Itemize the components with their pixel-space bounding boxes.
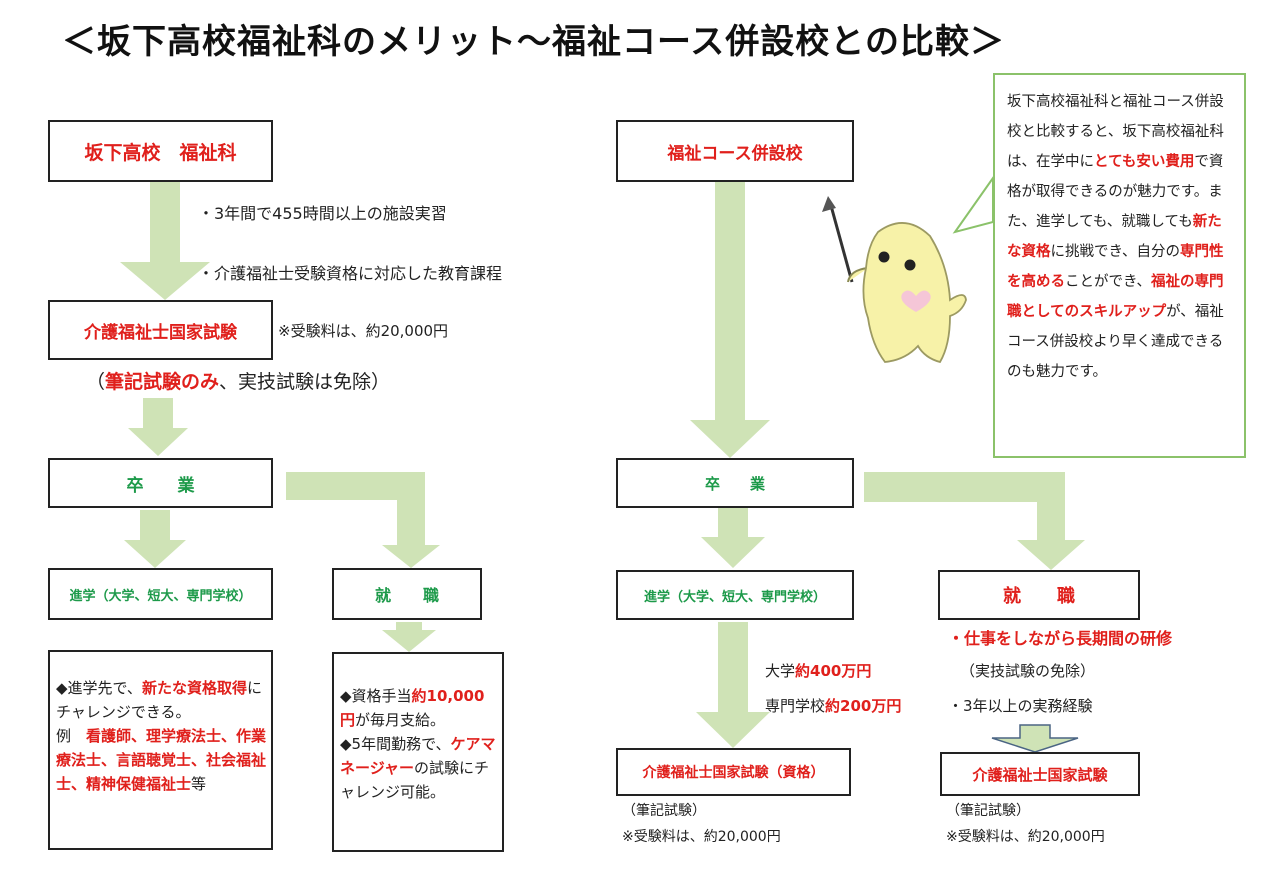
right-further-box: 進学（大学、短大、専門学校） — [616, 570, 854, 620]
callout-text-1: 坂下高校福祉科と福祉コース併設校と比較すると、坂下高校福祉科は、在学中に — [1007, 94, 1224, 170]
left-job-detail-box: ◆資格手当約10,000円が毎月支給。 ◆5年間勤務で、ケアマネージャーの試験に… — [332, 652, 504, 852]
further-detail-etc: 等 — [191, 775, 207, 793]
right-graduation-label: 卒 業 — [704, 474, 765, 493]
arrow-right-further-to-exam — [696, 622, 770, 748]
cost-university: 大学約400万円 — [765, 660, 871, 681]
further-detail-text-1: ◆進学先で、 — [56, 679, 142, 697]
job-detail-years-label: ◆5年間勤務で、 — [340, 735, 451, 753]
left-bullet-curriculum: ・介護福祉士受験資格に対応した教育課程 — [198, 264, 503, 283]
left-school-box: 坂下高校 福祉科 — [48, 120, 273, 182]
arrow-left-school-to-exam — [120, 182, 210, 300]
further-detail-new-qualification: 新たな資格取得 — [141, 679, 247, 697]
further-detail-example-label: 例 — [56, 727, 87, 745]
job-detail-exam-rest: の試験にチャレンジ可能。 — [340, 759, 489, 801]
left-graduation-box: 卒 業 — [48, 458, 273, 508]
callout-box: 坂下高校福祉科と福祉コース併設校と比較すると、坂下高校福祉科は、在学中にとても安… — [993, 73, 1246, 458]
left-school-label: 坂下高校 福祉科 — [84, 141, 237, 164]
arrow-left-exam-to-grad — [128, 398, 188, 456]
callout-new-qualification: 新たな資格 — [1007, 214, 1222, 260]
right-job-label: 就 職 — [1003, 586, 1075, 607]
left-bullet-practicum: ・3年間で455時間以上の施設実習 — [198, 204, 447, 223]
right-further-label: 進学（大学、短大、専門学校） — [643, 589, 826, 605]
mascot-body — [862, 222, 967, 364]
callout-text-4: ことができ、 — [1065, 274, 1151, 290]
arrow-right-school-to-grad — [690, 182, 770, 458]
right-exam-box-job: 介護福祉士国家試験 — [940, 752, 1140, 796]
job-training-line: ・仕事をしながら長期間の研修 — [948, 629, 1173, 648]
callout-tail — [952, 174, 994, 234]
callout-text-2: で資格が取得できるのが魅力です。また、進学しても、就職しても — [1007, 154, 1224, 230]
left-exam-note: （筆記試験のみ、実技試験は免除） — [86, 367, 390, 394]
job-training-note: （実技試験の免除） — [960, 662, 1096, 680]
page-title: ＜坂下高校福祉科のメリット～福祉コース併設校との比較＞ — [62, 22, 1005, 62]
cost-vocational: 専門学校約200万円 — [765, 695, 901, 716]
right-exam-further-label: 介護福祉士国家試験（資格） — [642, 765, 825, 781]
left-exam-note-open: （ — [86, 371, 106, 393]
mascot-pointer-tip — [822, 196, 836, 212]
right-graduation-box: 卒 業 — [616, 458, 854, 508]
further-detail-text-2: にチャレンジできる。 — [56, 679, 262, 721]
arrow-right-job-to-exam — [991, 724, 1079, 753]
left-graduation-label: 卒 業 — [126, 475, 195, 496]
right-job-box: 就 職 — [938, 570, 1140, 620]
callout-skill-up: 福祉の専門職としてのスキルアップ — [1007, 274, 1224, 320]
left-further-detail-box: ◆進学先で、新たな資格取得にチャレンジできる。 例 看護師、理学療法士、作業療法… — [48, 650, 273, 850]
mascot-pointer-stick — [828, 201, 854, 283]
right-exam-job-note: （筆記試験） — [946, 803, 1030, 819]
right-exam-job-label: 介護福祉士国家試験 — [972, 765, 1108, 784]
left-exam-box: 介護福祉士国家試験 — [48, 300, 273, 360]
left-further-box: 進学（大学、短大、専門学校） — [48, 568, 273, 620]
callout-text-3: に挑戦でき、自分の — [1050, 244, 1180, 260]
mascot-character — [822, 196, 967, 364]
right-exam-further-fee: ※受験料は、約20,000円 — [622, 829, 781, 845]
left-exam-label: 介護福祉士国家試験 — [84, 322, 237, 343]
left-exam-fee: ※受験料は、約20,000円 — [278, 322, 449, 340]
job-detail-care-manager: ケアマネージャー — [340, 735, 496, 777]
left-further-label: 進学（大学、短大、専門学校） — [69, 588, 252, 604]
right-exam-box-further: 介護福祉士国家試験（資格） — [616, 748, 851, 796]
arrow-right-grad-to-job — [864, 472, 1085, 570]
right-exam-job-fee: ※受験料は、約20,000円 — [946, 829, 1105, 845]
callout-low-cost: とても安い費用 — [1094, 154, 1195, 170]
callout-text-5: が、福祉コース併設校より早く達成できるのも魅力です。 — [1007, 304, 1224, 380]
mascot-heart — [901, 290, 931, 312]
job-detail-allowance-amount: 約10,000円 — [340, 687, 485, 729]
arrow-left-grad-to-further — [124, 510, 186, 568]
left-exam-note-rest: 、実技試験は免除） — [219, 371, 391, 393]
callout-expertise: 専門性を高める — [1007, 244, 1224, 290]
job-experience-line: ・3年以上の実務経験 — [948, 697, 1093, 715]
left-job-box: 就 職 — [332, 568, 482, 620]
cost-university-value: 約400万円 — [795, 662, 872, 680]
right-exam-further-note: （筆記試験） — [622, 803, 706, 819]
left-exam-note-red: 筆記試験のみ — [105, 371, 220, 393]
cost-university-label: 大学 — [765, 662, 796, 680]
arrow-left-job-to-detail — [382, 622, 436, 652]
arrow-left-grad-to-job — [286, 472, 440, 568]
mascot-eye-left — [878, 251, 890, 263]
left-job-label: 就 職 — [374, 586, 439, 605]
job-detail-allowance-label: ◆資格手当 — [340, 687, 412, 705]
arrow-right-grad-to-further — [701, 508, 765, 568]
mascot-eye-right — [904, 259, 916, 271]
cost-vocational-value: 約200万円 — [825, 697, 902, 715]
further-detail-professions: 看護師、理学療法士、作業療法士、言語聴覚士、社会福祉士、精神保健福祉士 — [56, 727, 267, 793]
job-detail-allowance-rest: が毎月支給。 — [355, 711, 446, 729]
right-school-box: 福祉コース併設校 — [616, 120, 854, 182]
cost-vocational-label: 専門学校 — [765, 697, 826, 715]
right-school-label: 福祉コース併設校 — [667, 143, 803, 164]
